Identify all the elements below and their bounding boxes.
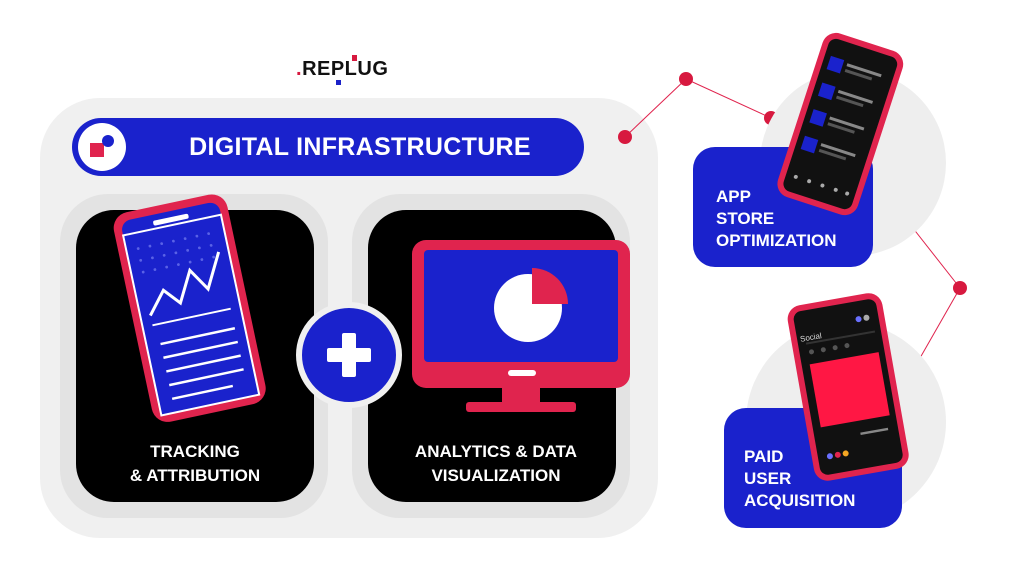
social-phone-icon [787,293,909,481]
header-banner [72,118,584,176]
pua-line1: PAID [744,447,784,466]
logo-accent-blue [336,80,341,85]
card-tracking-label: TRACKING & ATTRIBUTION [76,440,314,488]
pua-line2: USER [744,469,792,488]
card-analytics-line2: VISUALIZATION [431,466,561,485]
line-chart-icon [149,251,221,317]
aso-line2: STORE [716,209,775,228]
app-store-phone-icon [777,32,904,216]
pua-label: PAID USER ACQUISITION [744,446,855,512]
card-analytics-line1: ANALYTICS & DATA [414,442,578,461]
header-title: DIGITAL INFRASTRUCTURE [189,133,531,161]
infrastructure-icon [78,123,126,171]
card-tracking-line1: TRACKING [150,442,240,461]
card-tracking-line2: & ATTRIBUTION [129,466,261,485]
pua-line3: ACQUISITION [744,491,856,510]
card-analytics-label: ANALYTICS & DATA VISUALIZATION [368,440,624,488]
logo-accent-red [352,55,357,61]
logo-text: REPLUG [302,58,389,80]
plus-icon [327,333,371,377]
logo-prefix: . [296,58,303,80]
aso-line3: OPTIMIZATION [716,231,837,250]
aso-line1: APP [716,187,751,206]
pie-chart-icon [494,268,568,342]
monitor-icon [412,240,630,412]
smartphone-icon [113,194,266,422]
aso-label: APP STORE OPTIMIZATION [716,186,837,252]
replug-logo: .REPLUG [296,58,388,81]
